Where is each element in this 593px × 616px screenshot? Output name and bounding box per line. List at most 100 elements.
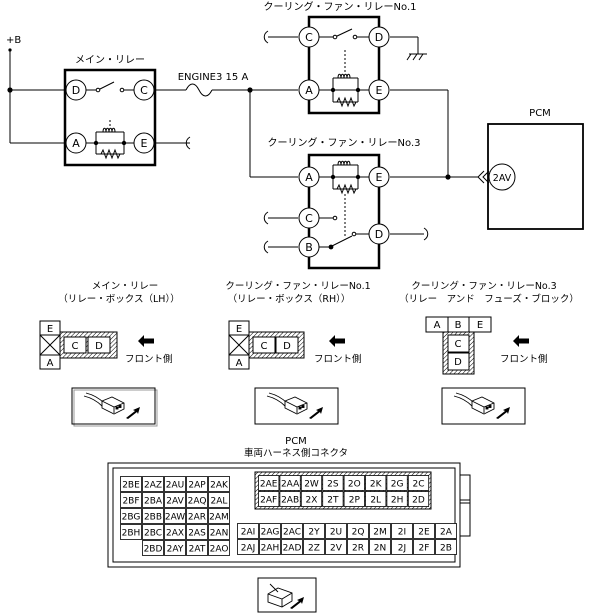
- front-arrow-icon: [329, 335, 345, 347]
- pcm-pin-label: 2W: [304, 480, 319, 490]
- pcm-pin-cell: [259, 523, 281, 539]
- pcm-pin-label: 2M: [373, 528, 387, 538]
- pcm-pin-cell: [369, 539, 391, 555]
- relay1-terminal-c: C: [305, 31, 313, 44]
- relay1-terminal-d: D: [375, 31, 383, 44]
- pcm-pin-cell: [279, 475, 301, 491]
- front-arrow-icon: [138, 335, 154, 347]
- main-relay-label: メイン・リレー: [75, 55, 145, 66]
- pcm-pin-label: 2BH: [122, 529, 141, 539]
- pcm-label: PCM: [529, 108, 551, 119]
- pcm-pin-cell: [186, 508, 208, 524]
- plus-b-label: +B: [6, 35, 21, 46]
- pcm-pin-label: 2AI: [241, 528, 256, 538]
- pcm-pin-label: 2V: [330, 544, 343, 554]
- main-conn-front: フロント側: [125, 353, 173, 365]
- pcm-pin-label: 2AP: [188, 481, 206, 491]
- pcm-pin-label: 2AA: [281, 480, 300, 490]
- pcm-pin-cell: [186, 540, 208, 556]
- pcm-pin-label: 2P: [349, 496, 361, 506]
- pcm-pin-cell: [391, 523, 413, 539]
- relay3-connector-view: クーリング・ファン・リレーNo.3 （リレー アンド フューズ・ブロック） A …: [399, 280, 579, 425]
- pcm-pin-cell: [386, 475, 408, 491]
- pcm-pin-cell: [343, 475, 365, 491]
- pcm-pin-label: 2AC: [283, 528, 301, 538]
- pcm-pin-cell: [347, 539, 369, 555]
- pcm-pin-cell: [142, 476, 164, 492]
- pcm-pin-label: 2BE: [122, 481, 140, 491]
- r1-connector-title: クーリング・ファン・リレーNo.1: [225, 280, 370, 292]
- pcm-pin-label: 2AL: [211, 497, 228, 507]
- pcm-pin-cell: [391, 539, 413, 555]
- pcm-pin-cell: [237, 539, 259, 555]
- main-connector-title: メイン・リレー: [92, 281, 159, 292]
- pcm-pin-label: 2BC: [144, 529, 162, 539]
- relay3-terminal-d: D: [375, 228, 383, 241]
- pcm-pin-cell: [300, 491, 323, 507]
- r3-connector-subtitle: （リレー アンド フューズ・ブロック）: [399, 293, 579, 305]
- relay1-terminal-a: A: [305, 84, 313, 97]
- pcm-pin-cell: [208, 492, 230, 508]
- main-conn-c: C: [72, 341, 79, 352]
- pcm-pin-label: 2BA: [144, 497, 163, 507]
- r1-conn-c: C: [261, 341, 268, 352]
- pcm-pin-cell: [435, 539, 457, 555]
- pcm-pin-cell: [435, 523, 457, 539]
- main-relay-terminal-d: D: [72, 84, 80, 97]
- cooling-fan-relay-3: クーリング・ファン・リレーNo.3 A E C B: [268, 136, 421, 270]
- junction-dots: [7, 48, 451, 180]
- pcm-pin-label: 2AD: [283, 544, 302, 554]
- pcm-pin-label: 2AF: [260, 496, 277, 506]
- connector-thumbnail-icon: [266, 392, 308, 415]
- r3-conn-c: C: [455, 339, 462, 350]
- pcm-pin-label: 2AS: [188, 529, 206, 539]
- pcm-pin-label: 2T: [327, 496, 339, 506]
- pcm-pin-label: 2AT: [189, 545, 206, 555]
- pcm-pin-label: 2G: [391, 480, 404, 490]
- r1-conn-d: D: [283, 341, 291, 352]
- pcm-pin-label: 2AE: [260, 480, 278, 490]
- pcm-pin-cell: [322, 475, 344, 491]
- cooling-fan-relay-3-label: クーリング・ファン・リレーNo.3: [268, 136, 421, 149]
- main-conn-e: E: [47, 324, 53, 335]
- pcm-pin-cell: [407, 491, 430, 507]
- r1-conn-front: フロント側: [314, 353, 362, 365]
- insert-arrow-icon: [126, 407, 140, 419]
- cooling-fan-relay-1: クーリング・ファン・リレーNo.1 C D A E: [264, 0, 416, 115]
- r1-conn-e: E: [236, 324, 242, 335]
- pcm-pin-label: 2N: [374, 544, 386, 554]
- pcm-pin-cell: [142, 524, 164, 540]
- pcm-pin-cell: [120, 524, 142, 540]
- connector-thumbnail-icon: [83, 392, 125, 415]
- pcm-pin-cell: [186, 524, 208, 540]
- fuse-label: ENGINE3 15 A: [178, 72, 249, 83]
- pcm-pin-cell: [258, 491, 280, 507]
- relay3-terminal-a: A: [305, 171, 313, 184]
- pcm-pin-label: 2L: [370, 496, 381, 506]
- main-conn-a: A: [47, 358, 54, 369]
- pcm-pin-label: 2AW: [165, 513, 185, 523]
- r3-conn-d: D: [454, 357, 462, 368]
- pcm-pin-label: 2A: [440, 528, 453, 538]
- pcm-pin-cell: [369, 523, 391, 539]
- pcm-pin-label: 2AO: [210, 545, 229, 555]
- insert-arrow-icon: [496, 407, 510, 419]
- main-relay-terminal-a: A: [72, 137, 80, 150]
- pcm-pin-label: 2K: [370, 480, 383, 490]
- pcm-pin-cell: [208, 524, 230, 540]
- pcm-pin-cell: [281, 523, 303, 539]
- main-relay: メイン・リレー D C A E: [63, 55, 157, 167]
- pcm-pin-label: 2AM: [209, 513, 229, 523]
- pcm-module: PCM 2AV: [477, 108, 584, 230]
- pcm-pin-cell: [120, 476, 142, 492]
- main-conn-d: D: [95, 341, 103, 352]
- r3-conn-a: A: [434, 320, 441, 331]
- pcm-pin-cell: [365, 491, 387, 507]
- pcm-pin-cell: [208, 540, 230, 556]
- pcm-pin-cell: [120, 508, 142, 524]
- pcm-pin-cell: [258, 475, 280, 491]
- main-relay-connector-view: メイン・リレー （リレー・ボックス（LH）） E A C D フロント側: [39, 281, 180, 427]
